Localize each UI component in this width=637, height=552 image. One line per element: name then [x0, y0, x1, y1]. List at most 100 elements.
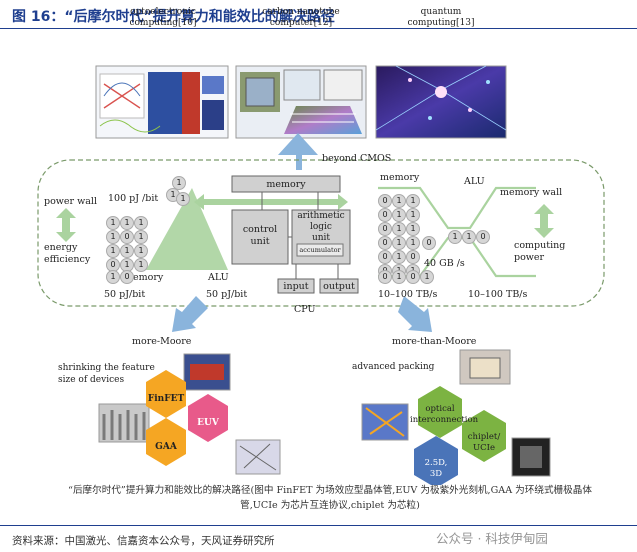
- right-bit: 0: [378, 236, 392, 250]
- quantum-image: [375, 65, 507, 139]
- left-bit: 0: [120, 270, 134, 284]
- right-memory-label: memory: [380, 172, 420, 183]
- left-bit: 1: [106, 230, 120, 244]
- energy-double-arrow: [56, 208, 76, 242]
- right-bit: 1: [448, 230, 462, 244]
- left-bit: 1: [172, 176, 186, 190]
- left-bit: 1: [106, 244, 120, 258]
- right-bit: 0: [422, 236, 436, 250]
- right-bit: 1: [392, 194, 406, 208]
- euv-hex: [188, 394, 228, 442]
- shrink-images: [98, 353, 281, 475]
- right-bit: 0: [378, 208, 392, 222]
- right-bit: 1: [392, 270, 406, 284]
- d25-label: 2.5D, 3D: [424, 458, 448, 479]
- output-box: [319, 278, 359, 294]
- right-top-line: [378, 186, 536, 230]
- advanced-packing-label: advanced packing: [352, 362, 435, 372]
- watermark: 公众号 · 科技伊甸园: [436, 531, 548, 546]
- right-bit: 1: [406, 222, 420, 236]
- left-bit: 1: [106, 216, 120, 230]
- euv-label: EUV: [197, 418, 219, 428]
- right-bit: 1: [406, 236, 420, 250]
- left-bit: 1: [134, 258, 148, 272]
- right-alu-label: ALU: [464, 176, 485, 187]
- source-text: 资料来源：中国激光、信嘉资本公众号，天风证券研究所: [12, 535, 275, 547]
- right-bit: 0: [378, 250, 392, 264]
- more-moore-label: more-Moore: [132, 336, 192, 347]
- computing-power-label: computing power: [514, 240, 566, 263]
- gbs-label: 40 GB /s: [424, 258, 465, 269]
- dashed-frame: [37, 159, 605, 307]
- right-bit: 0: [476, 230, 490, 244]
- header-rule: [0, 28, 637, 29]
- figure-title: 图 16：“后摩尔时代”提升算力和能效比的解决路径: [12, 9, 335, 25]
- more-than-moore-label: more-than-Moore: [392, 336, 477, 347]
- left-bit: 1: [134, 216, 148, 230]
- right-bit: 1: [420, 270, 434, 284]
- caption: “后摩尔时代”提升算力和能效比的解决路径(图中 FinFET 为场效应型晶体管,…: [68, 485, 592, 511]
- right-bit: 1: [462, 230, 476, 244]
- tbs-right-label: 10–100 TB/s: [468, 289, 528, 300]
- alu-unit-label: arithmetic logic unit: [297, 211, 345, 243]
- optical-hex: [418, 386, 462, 438]
- cnt-label: carbon nanotube computer[12]: [262, 7, 340, 28]
- header: 图 16：“后摩尔时代”提升算力和能效比的解决路径: [0, 0, 637, 30]
- footer-rule: [0, 525, 637, 526]
- right-bit: 1: [392, 222, 406, 236]
- input-label: input: [283, 281, 309, 292]
- cnt-computer-image: [235, 65, 367, 139]
- memory-wall-label: memory wall: [500, 187, 563, 198]
- left-bit: 1: [120, 244, 134, 258]
- shrinking-label: shrinking the feature size of devices: [58, 363, 155, 385]
- power-wall-label: power wall: [44, 196, 97, 207]
- quantum-label: quantum computing[13]: [407, 7, 475, 28]
- more-moore-arrow: [172, 296, 208, 332]
- right-bit: 1: [392, 208, 406, 222]
- cpu-memory-label: memory: [266, 179, 306, 190]
- right-bit: 1: [406, 208, 420, 222]
- gaa-label: GAA: [155, 442, 177, 452]
- optical-label: optical interconnection: [410, 404, 479, 425]
- cpu-memory-box: [231, 175, 341, 193]
- right-bit: 0: [378, 222, 392, 236]
- memory-double-arrow: [194, 194, 348, 210]
- optoelectronic-label: optoelectronic computing[10]: [129, 7, 197, 28]
- accumulator-label: accumulator: [299, 246, 341, 254]
- right-bit: 0: [406, 250, 420, 264]
- right-bit: 0: [406, 270, 420, 284]
- left-bit: 1: [120, 216, 134, 230]
- packing-images: [361, 349, 551, 477]
- beyond-cmos-arrow: [278, 133, 318, 170]
- optoelectronic-image: [95, 65, 229, 139]
- pj-top-label: 100 pJ /bit: [108, 193, 159, 204]
- right-bit: 0: [378, 270, 392, 284]
- energy-efficiency-label: energy efficiency: [44, 242, 91, 265]
- accumulator-box: [296, 243, 344, 257]
- left-bit: 0: [120, 230, 134, 244]
- left-bit: 1: [134, 230, 148, 244]
- chiplet-label: chiplet/ UCIe: [467, 432, 501, 453]
- pj-bottom-left-label: 50 pJ/bit: [104, 289, 146, 300]
- right-bit: 1: [406, 194, 420, 208]
- cpu-label: CPU: [294, 304, 316, 315]
- more-than-moore-arrow: [398, 296, 432, 332]
- computing-double-arrow: [534, 204, 554, 238]
- beyond-cmos-label: beyond CMOS: [322, 153, 392, 164]
- left-bit: 1: [134, 244, 148, 258]
- right-bit: 1: [392, 236, 406, 250]
- chiplet-hex: [462, 410, 506, 462]
- pj-bottom-right-label: 50 pJ/bit: [206, 289, 248, 300]
- power-triangle: [146, 188, 228, 270]
- finfet-hex: [146, 370, 186, 418]
- diagram: [37, 65, 605, 485]
- left-alu-label: ALU: [208, 272, 229, 283]
- left-bit: 1: [106, 270, 120, 284]
- control-unit-box: [231, 209, 289, 265]
- d25-hex: [414, 436, 458, 485]
- right-bit: 0: [378, 194, 392, 208]
- gaa-hex: [146, 418, 186, 466]
- left-memory-label: memory: [124, 272, 164, 283]
- right-bit: 1: [392, 250, 406, 264]
- output-label: output: [323, 281, 355, 292]
